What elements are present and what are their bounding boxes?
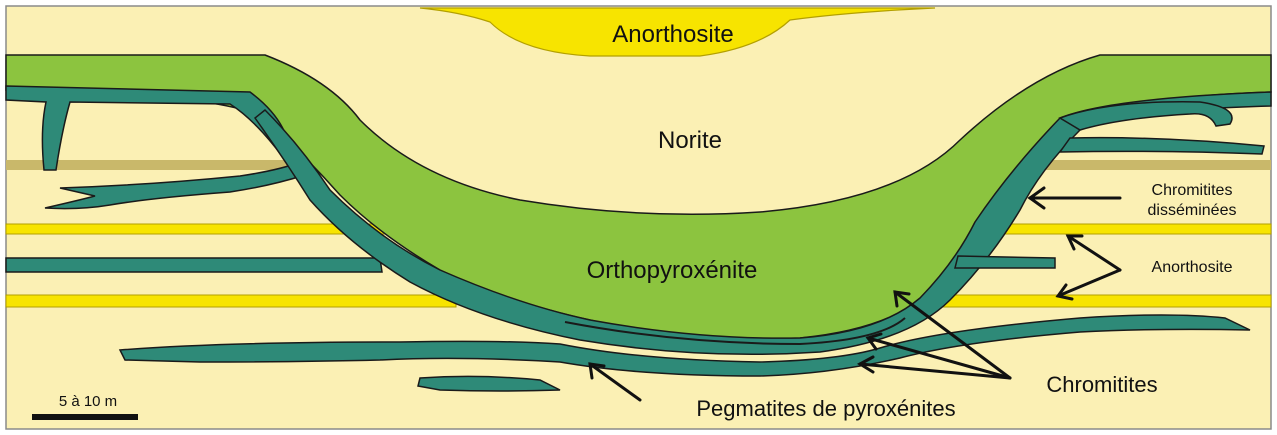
anorthosite-band-lower-right (915, 295, 1271, 307)
label-norite: Norite (658, 127, 722, 154)
chromitite-sill-right-mid (955, 256, 1055, 268)
olive-band-right (1040, 160, 1271, 170)
label-anorthosite-right: Anorthosite (1152, 259, 1233, 276)
label-orthopyroxenite: Orthopyroxénite (587, 257, 758, 284)
anorthosite-band-upper-left (6, 224, 386, 234)
chromitite-sill-left-mid (6, 258, 382, 272)
label-chromitites-dissem-1: Chromitites (1152, 182, 1233, 199)
label-pegmatites: Pegmatites de pyroxénites (696, 396, 955, 421)
label-chromitites: Chromitites (1046, 372, 1157, 397)
scale-label: 5 à 10 m (59, 393, 117, 410)
label-anorthosite-top: Anorthosite (612, 21, 733, 48)
scale-bar (32, 414, 138, 420)
anorthosite-band-lower-left (6, 295, 456, 307)
label-chromitites-dissem-2: disséminées (1148, 202, 1237, 219)
